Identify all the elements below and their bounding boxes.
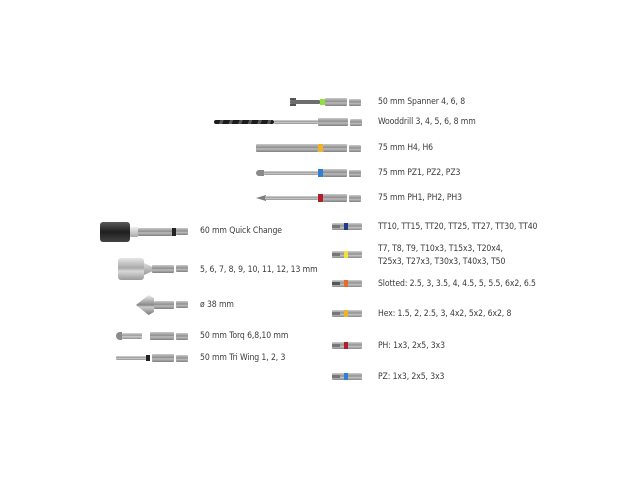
tri-wing-label: 50 mm Tri Wing 1, 2, 3 <box>200 353 286 363</box>
phillips-bit-long-icon <box>256 193 364 203</box>
pozidriv-label: PZ: 1x3, 2x5, 3x3 <box>378 372 445 382</box>
quick-change-holder-icon <box>100 222 190 242</box>
slotted-label: Slotted: 2.5, 3, 3.5, 4, 4.5, 5, 5.5, 6x… <box>378 279 536 289</box>
torq-bit-icon <box>116 331 190 341</box>
hex-bit-long-label: 75 mm H4, H6 <box>378 143 433 153</box>
wood-drill-bit-icon <box>214 117 364 127</box>
spanner-bit-label: 50 mm Spanner 4, 6, 8 <box>378 97 466 107</box>
slotted-bit-icon <box>332 280 362 287</box>
hex-bit-icon <box>332 310 362 317</box>
quick-change-label: 60 mm Quick Change <box>200 226 282 236</box>
torq-bit-label: 50 mm Torq 6,8,10 mm <box>200 331 289 341</box>
wood-drill-label: Wooddrill 3, 4, 5, 6, 8 mm <box>378 117 476 127</box>
countersink-label: ø 38 mm <box>200 300 234 310</box>
tamper-torx-bit-icon <box>332 223 362 230</box>
pozidriv-bit-icon <box>332 373 362 380</box>
tri-wing-bit-icon <box>116 353 190 363</box>
pozidriv-bit-long-label: 75 mm PZ1, PZ2, PZ3 <box>378 168 461 178</box>
nut-setter-icon <box>118 258 190 280</box>
nut-setter-label: 5, 6, 7, 8, 9, 10, 11, 12, 13 mm <box>200 265 318 275</box>
hex-label: Hex: 1.5, 2, 2.5, 3, 4x2, 5x2, 6x2, 8 <box>378 309 512 319</box>
phillips-label: PH: 1x3, 2x5, 3x3 <box>378 341 445 351</box>
torx-bit-icon <box>332 251 362 258</box>
spanner-bit-icon <box>290 97 362 107</box>
pozidriv-bit-long-icon <box>256 168 364 178</box>
torx-label-line1: T7, T8, T9, T10x3, T15x3, T20x4, <box>378 244 503 254</box>
tamper-torx-label: TT10, TT15, TT20, TT25, TT27, TT30, TT40 <box>378 222 538 232</box>
phillips-bit-long-label: 75 mm PH1, PH2, PH3 <box>378 193 462 203</box>
countersink-bit-icon <box>136 295 190 315</box>
torx-label-line2: T25x3, T27x3, T30x3, T40x3, T50 <box>378 257 506 267</box>
hex-bit-long-icon <box>256 143 364 153</box>
phillips-bit-icon <box>332 342 362 349</box>
